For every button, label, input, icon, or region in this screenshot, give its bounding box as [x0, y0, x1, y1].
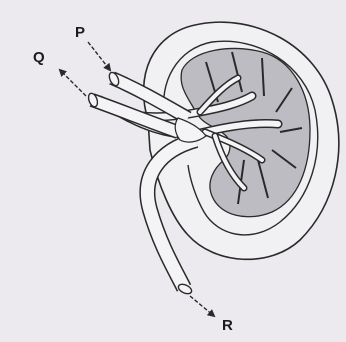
- label-q: Q: [33, 49, 45, 66]
- label-p: P: [75, 24, 85, 41]
- arrow-q: [60, 70, 86, 96]
- arrow-p: [88, 42, 110, 70]
- label-r: R: [222, 317, 233, 334]
- arrow-r: [190, 296, 214, 316]
